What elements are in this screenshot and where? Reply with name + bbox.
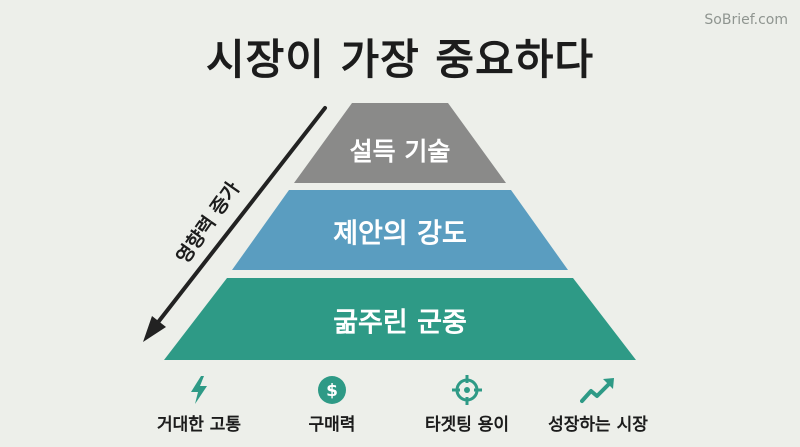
- svg-text:$: $: [326, 381, 338, 401]
- footer-item-targeting: 타겟팅 용이: [387, 374, 547, 435]
- sobrief-watermark: SoBrief.com: [704, 12, 788, 28]
- layer-label-middle: 제안의 강도: [333, 218, 467, 250]
- footer-label-targeting: 타겟팅 용이: [424, 415, 510, 435]
- pyramid-layer-top: [294, 103, 506, 183]
- footer-item-pain: 거대한 고통: [119, 374, 279, 435]
- pyramid-layer-bottom: [164, 278, 636, 360]
- dollar-coin-icon: $: [318, 376, 346, 404]
- pyramid-layer-middle: [232, 190, 568, 270]
- footer-item-buying-power: $ 구매력: [252, 374, 412, 435]
- layer-label-bottom: 굶주린 군중: [333, 307, 467, 339]
- footer-item-growing-market: 성장하는 시장: [518, 374, 678, 435]
- footer-label-pain: 거대한 고통: [156, 415, 242, 435]
- footer-label-buying-power: 구매력: [308, 415, 356, 435]
- footer-label-growing-market: 성장하는 시장: [548, 415, 648, 435]
- influence-arrow-head: [143, 316, 166, 342]
- crosshair-target-icon: [452, 375, 482, 405]
- influence-arrow-shaft: [150, 106, 327, 332]
- trending-up-icon: [580, 378, 614, 403]
- layer-label-top: 설득 기술: [349, 137, 451, 166]
- lightning-bolt-icon: [191, 376, 207, 404]
- page-title: 시장이 가장 중요하다: [205, 35, 594, 84]
